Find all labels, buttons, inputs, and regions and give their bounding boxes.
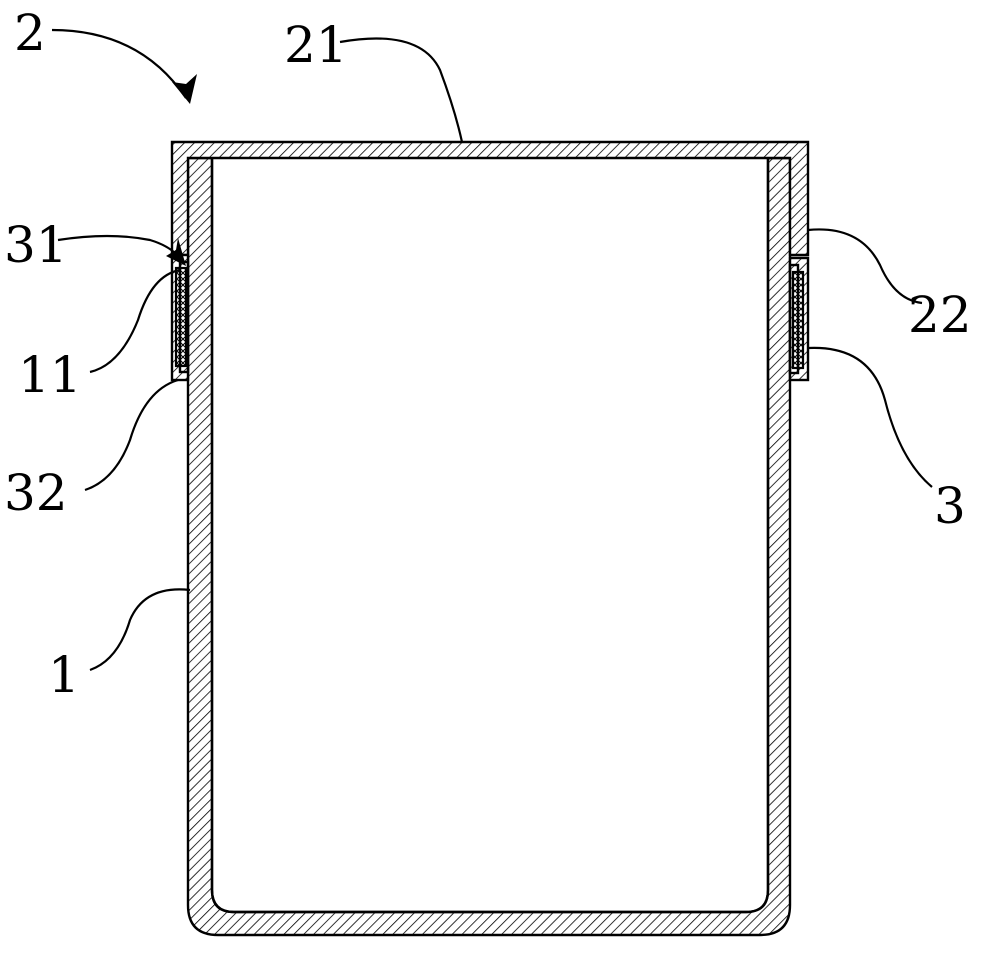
lid-cover	[170, 140, 810, 257]
label-11: 11	[18, 346, 82, 404]
seal-right-groove	[788, 263, 800, 375]
container-wall	[186, 156, 792, 937]
label-32: 32	[4, 464, 68, 522]
leader-2-arrowhead	[172, 74, 197, 104]
leader-2-arrow	[51, 28, 187, 99]
leader-3	[807, 346, 933, 488]
label-21: 21	[284, 16, 348, 74]
container-inner-outline	[210, 158, 770, 914]
leader-32	[84, 378, 179, 492]
label-1: 1	[48, 646, 80, 704]
leader-21	[339, 37, 464, 143]
label-31: 31	[4, 216, 68, 274]
leader-31	[57, 234, 181, 259]
label-2: 2	[14, 4, 46, 62]
label-22: 22	[908, 286, 972, 344]
label-3: 3	[934, 477, 966, 535]
leader-31-arrowhead	[166, 238, 186, 266]
leader-22	[807, 228, 923, 305]
leader-11	[89, 268, 181, 374]
leader-1	[89, 588, 191, 672]
